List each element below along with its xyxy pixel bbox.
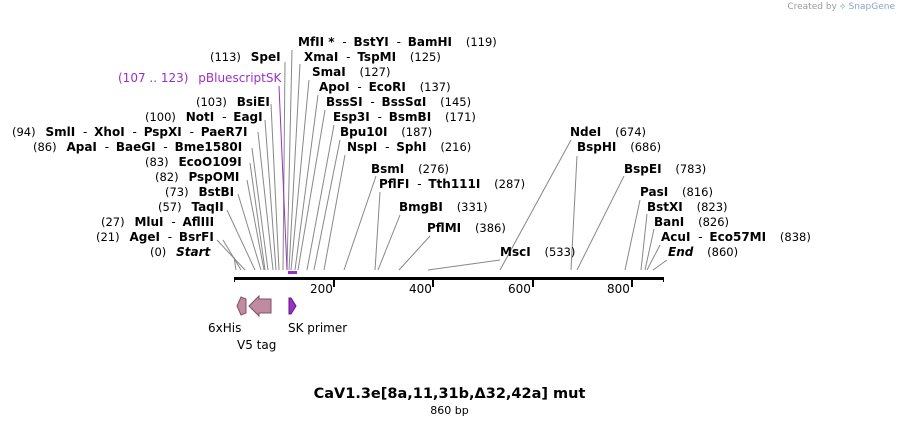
credit-prefix: Created by — [787, 2, 837, 12]
enzyme-label-msci[interactable]: MscI (533) — [500, 245, 575, 259]
enzyme-label-ndei[interactable]: NdeI (674) — [570, 125, 646, 139]
tick-label-200: 200 — [310, 282, 333, 296]
enzyme-label-smai[interactable]: SmaI (127) — [312, 65, 390, 79]
enzyme-label-mfii[interactable]: MfII * - BstYI - BamHI (119) — [298, 35, 497, 49]
primer-name: pBluescriptSK — [198, 71, 282, 85]
feature-6xhis[interactable]: 6xHis — [208, 296, 247, 335]
enzyme-label-bsmi[interactable]: BsmI (276) — [371, 162, 449, 176]
feature-label-6xhis: 6xHis — [208, 321, 241, 335]
site-label-end[interactable]: End (860) — [668, 245, 738, 259]
enzyme-label-pflfi[interactable]: PflFI - Tth111I (287) — [379, 177, 525, 191]
enzyme-label-esp3i[interactable]: Esp3I - BsmBI (171) — [333, 110, 476, 124]
sk-primer-arrow-icon — [288, 297, 297, 315]
enzyme-label-bsphi[interactable]: BspHI (686) — [577, 140, 661, 154]
feature-label-sk-primer: SK primer — [288, 321, 347, 335]
map-title: CaV1.3e[8a,11,31b,Δ32,42a] mut — [313, 386, 586, 402]
enzyme-label-bsiei[interactable]: (103) BsiEI — [196, 95, 270, 109]
site-label-start[interactable]: (0) Start — [150, 245, 212, 259]
snapgene-logo-icon: ⟡ — [839, 2, 846, 12]
enzyme-label-noti[interactable]: (100) NotI - EagI — [145, 110, 263, 124]
enzyme-label-bstxi[interactable]: BstXI (823) — [647, 200, 728, 214]
enzyme-label-acui[interactable]: AcuI - Eco57MI (838) — [661, 230, 811, 244]
enzyme-label-pasi[interactable]: PasI (816) — [640, 185, 713, 199]
enzyme-label-apoi[interactable]: ApoI - EcoRI (137) — [319, 80, 451, 94]
primer-range: (107 .. 123) — [118, 71, 188, 85]
enzyme-label-agei[interactable]: (21) AgeI - BsrFI — [96, 230, 214, 244]
enzyme-label-bpu10i[interactable]: Bpu10I (187) — [340, 125, 432, 139]
credit-brand: SnapGene — [848, 2, 895, 12]
enzyme-label-taqii[interactable]: (57) TaqII — [158, 200, 224, 214]
leader-lines — [216, 49, 668, 271]
enzyme-label-pspomi[interactable]: (82) PspOMI — [155, 170, 239, 184]
feature-sk-primer[interactable]: SK primer — [288, 297, 347, 335]
feature-v5-tag[interactable]: V5 tag — [237, 294, 276, 352]
enzyme-label-nspi[interactable]: NspI - SphI (216) — [347, 140, 471, 154]
feature-label-v5-tag: V5 tag — [237, 338, 276, 352]
his-tag-arrow-icon — [236, 296, 247, 316]
enzyme-label-pflmi[interactable]: PflMI (386) — [427, 221, 506, 235]
enzyme-label-bani[interactable]: BanI (826) — [654, 215, 729, 229]
tick-label-400: 400 — [409, 282, 432, 296]
tick-label-600: 600 — [508, 282, 531, 296]
enzyme-label-bsssi[interactable]: BssSI - BssSαI (145) — [326, 95, 471, 109]
sequence-backbone — [234, 271, 664, 282]
primer-label[interactable]: (107 .. 123) pBluescriptSK — [118, 71, 282, 85]
enzyme-label-apai[interactable]: (86) ApaI - BaeGI - Bme1580I — [33, 140, 242, 154]
enzyme-label-xmai[interactable]: XmaI - TspMI (125) — [304, 50, 441, 64]
enzyme-labels: MfII * - BstYI - BamHI (119) (113) SpeI … — [12, 35, 811, 259]
enzyme-label-smli[interactable]: (94) SmlI - XhoI - PspXI - PaeR7I — [12, 125, 248, 139]
primer-site-marker — [288, 271, 297, 274]
enzyme-label-mlui[interactable]: (27) MluI - AflIII — [101, 215, 214, 229]
enzyme-label-bstbi[interactable]: (73) BstBI — [165, 185, 234, 199]
map-length: 860 bp — [430, 404, 469, 417]
enzyme-label-bmgbi[interactable]: BmgBI (331) — [399, 200, 488, 214]
tick-label-800: 800 — [607, 282, 630, 296]
axis-ticks — [333, 280, 633, 287]
snapgene-credit: Created by ⟡ SnapGene — [787, 2, 895, 12]
primer-leader-line — [278, 85, 288, 271]
v5-tag-arrow-icon — [248, 294, 272, 318]
enzyme-label-spei[interactable]: (113) SpeI — [210, 50, 281, 64]
enzyme-label-bspei[interactable]: BspEI (783) — [624, 162, 706, 176]
enzyme-label-ecoo109i[interactable]: (83) EcoO109I — [145, 155, 242, 169]
